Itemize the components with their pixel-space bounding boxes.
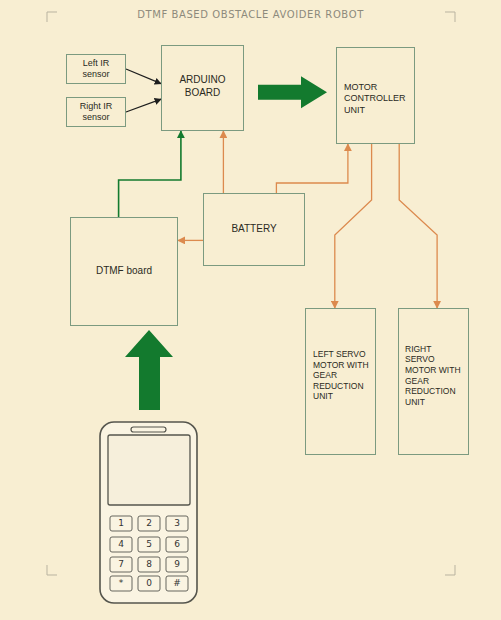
sensor-box: Right IR sensor <box>66 97 126 127</box>
keypad-key: 7 <box>110 559 132 569</box>
node-label: BATTERY <box>231 223 276 236</box>
diagram-title: DTMF BASED OBSTACLE AVOIDER ROBOT <box>0 9 501 20</box>
connector-arrow <box>276 144 348 193</box>
node-label: RIGHT SERVO MOTOR WITH GEAR REDUCTION UN… <box>405 344 463 408</box>
keypad-key: 3 <box>166 518 188 528</box>
controller-box: MOTOR CONTROLLER UNIT <box>336 47 415 144</box>
motor-box: RIGHT SERVO MOTOR WITH GEAR REDUCTION UN… <box>398 308 469 455</box>
keypad-key: 1 <box>110 518 132 528</box>
node-label: LEFT SERVO MOTOR WITH GEAR REDUCTION UNI… <box>313 349 369 402</box>
connector-arrow <box>399 144 437 308</box>
connector-arrow <box>223 131 224 193</box>
sensor-box: Left IR sensor <box>66 54 126 84</box>
power-box: BATTERY <box>203 193 305 266</box>
connector-arrow <box>258 76 327 108</box>
connector-arrow <box>126 69 161 84</box>
mobile-phone <box>100 422 197 603</box>
node-label: Left IR sensor <box>73 58 119 81</box>
keypad-key: * <box>110 578 132 588</box>
crop-marks <box>47 12 455 575</box>
keypad-key: 6 <box>166 539 188 549</box>
controller-box: ARDUINO BOARD <box>161 45 244 131</box>
node-label: ARDUINO BOARD <box>176 74 229 99</box>
keypad-key: 0 <box>138 578 160 588</box>
module-box: DTMF board <box>70 217 178 326</box>
keypad-key: 4 <box>110 539 132 549</box>
connector-arrow <box>119 131 181 217</box>
connector-arrow <box>178 240 203 241</box>
motor-box: LEFT SERVO MOTOR WITH GEAR REDUCTION UNI… <box>305 308 376 455</box>
keypad-key: 2 <box>138 518 160 528</box>
signal-arrow <box>125 330 173 410</box>
keypad-key: # <box>166 578 188 588</box>
node-label: MOTOR CONTROLLER UNIT <box>344 82 406 116</box>
node-label: Right IR sensor <box>73 101 119 124</box>
keypad-key: 9 <box>166 559 188 569</box>
connector-arrow <box>126 99 161 112</box>
keypad-key: 5 <box>138 539 160 549</box>
connector-arrow <box>335 144 372 308</box>
node-label: DTMF board <box>96 265 152 278</box>
keypad-key: 8 <box>138 559 160 569</box>
